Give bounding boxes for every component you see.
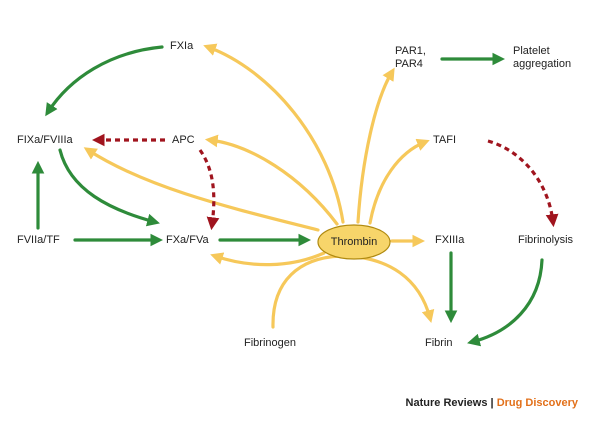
arrow-thrombin-par bbox=[356, 67, 395, 224]
arrow-thrombin-fxia bbox=[203, 43, 345, 224]
node-apc: APC bbox=[172, 134, 195, 146]
node-platelet-aggregation: Platelet aggregation bbox=[513, 45, 571, 71]
arrow-fibrinogen-fibrin bbox=[271, 254, 435, 329]
arrow-tafi-fibrinolysis bbox=[487, 139, 559, 228]
credit-journal: Drug Discovery bbox=[496, 397, 578, 409]
arrow-thrombin-tafi bbox=[368, 138, 430, 225]
credit-publisher: Nature Reviews bbox=[405, 397, 488, 409]
arrow-thrombin-fixa bbox=[83, 147, 320, 232]
node-platelet-text: Platelet aggregation bbox=[513, 45, 572, 70]
node-fviia: FVIIa/TF bbox=[17, 234, 60, 246]
arrow-fxia-fixa bbox=[45, 45, 164, 117]
node-thrombin: Thrombin bbox=[330, 236, 378, 248]
thrombin-ellipse bbox=[317, 224, 391, 260]
node-fxa: FXa/FVa bbox=[166, 234, 209, 246]
node-fxia: FXIa bbox=[170, 40, 194, 52]
node-par: PAR1, PAR4 bbox=[395, 45, 426, 71]
node-par-text: PAR1, PAR4 bbox=[395, 45, 426, 70]
node-fibrin: Fibrin bbox=[425, 337, 453, 349]
arrow-thrombin-fxa bbox=[210, 251, 326, 267]
journal-credit: Nature Reviews | Drug Discovery bbox=[406, 397, 578, 409]
node-tafi: TAFI bbox=[433, 134, 457, 146]
node-fixa: FIXa/FVIIIa bbox=[17, 134, 73, 146]
credit-separator: | bbox=[490, 397, 494, 409]
arrow-fixa-fxa bbox=[58, 148, 160, 227]
arrow-thrombin-apc bbox=[204, 134, 339, 226]
arrow-apc-fxa bbox=[198, 149, 220, 231]
node-fibrinogen: Fibrinogen bbox=[244, 337, 296, 349]
node-fxiiia: FXIIIa bbox=[435, 234, 465, 246]
node-fibrinolysis: Fibrinolysis bbox=[518, 234, 574, 246]
arrow-fibrinolysis-fibrin bbox=[467, 258, 544, 347]
